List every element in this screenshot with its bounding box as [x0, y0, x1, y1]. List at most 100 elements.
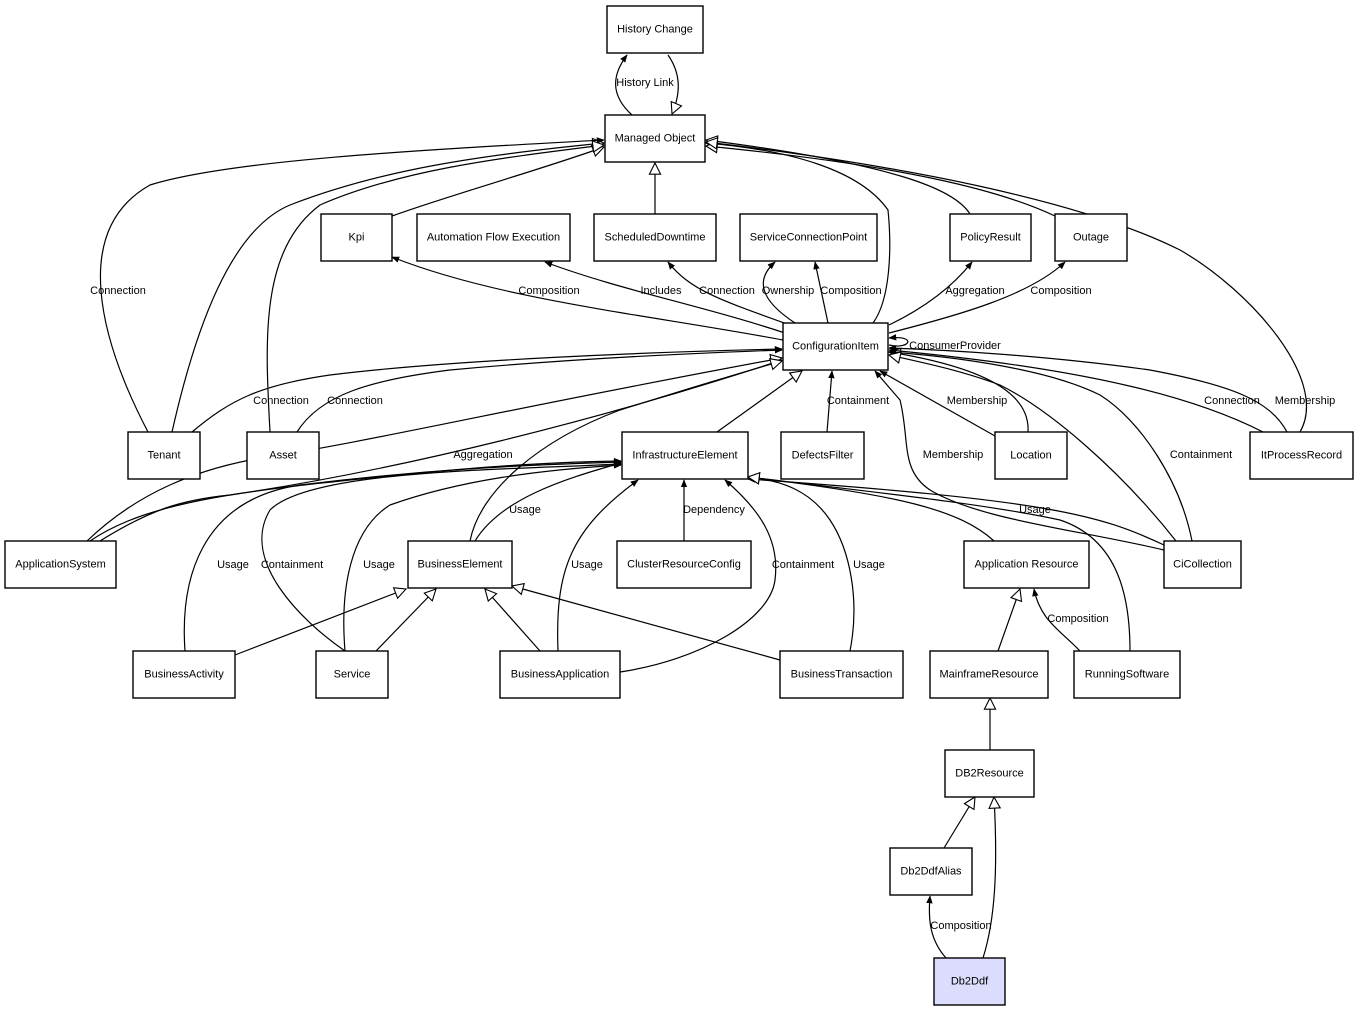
node-box[interactable] — [407, 540, 513, 589]
node-box[interactable] — [315, 650, 389, 699]
node-box[interactable] — [616, 540, 752, 589]
node-box[interactable] — [949, 213, 1032, 262]
node-box[interactable] — [1249, 431, 1354, 480]
edge-label: Usage — [1019, 504, 1051, 516]
edge-mainframe-resource-to-application-resource — [997, 589, 1020, 652]
edge-label: Connection — [1204, 395, 1260, 407]
association-edge — [343, 462, 622, 652]
association-edge — [615, 54, 633, 116]
edge-configuration-item-to-kpi — [391, 256, 784, 341]
node-managed-object[interactable]: Managed Object — [604, 114, 706, 163]
node-label: Automation Flow Execution — [427, 232, 560, 244]
node-box[interactable] — [593, 213, 717, 262]
node-application-system[interactable]: ApplicationSystem — [4, 540, 117, 589]
node-service-connection-point[interactable]: ServiceConnectionPoint — [739, 213, 878, 262]
node-mainframe-resource[interactable]: MainframeResource — [929, 650, 1049, 699]
node-box[interactable] — [621, 431, 749, 480]
association-edge — [1032, 588, 1081, 652]
node-automation-flow-execution[interactable]: Automation Flow Execution — [416, 213, 571, 262]
association-edge — [667, 261, 791, 326]
edge-ci-collection-to-configuration-item — [888, 349, 1193, 542]
node-ci-collection[interactable]: CiCollection — [1163, 540, 1242, 589]
node-box[interactable] — [739, 213, 878, 262]
node-box[interactable] — [780, 431, 865, 480]
node-box[interactable] — [4, 540, 117, 589]
node-business-activity[interactable]: BusinessActivity — [132, 650, 236, 699]
node-box[interactable] — [933, 957, 1006, 1006]
node-box[interactable] — [246, 431, 320, 480]
edge-managed-object-to-history-change — [615, 54, 633, 116]
edge-label: Connection — [327, 395, 383, 407]
edge-label: Aggregation — [453, 449, 512, 461]
node-cluster-resource-config[interactable]: ClusterResourceConfig — [616, 540, 752, 589]
edge-label: Composition — [1047, 613, 1108, 625]
node-db2-resource[interactable]: DB2Resource — [944, 749, 1035, 798]
node-service[interactable]: Service — [315, 650, 389, 699]
node-db2-ddf[interactable]: Db2Ddf — [933, 957, 1006, 1006]
node-box[interactable] — [499, 650, 621, 699]
node-business-application[interactable]: BusinessApplication — [499, 650, 621, 699]
node-box[interactable] — [1163, 540, 1242, 589]
node-location[interactable]: Location — [994, 431, 1068, 480]
association-edge — [888, 261, 1066, 334]
node-label: DB2Resource — [955, 768, 1023, 780]
node-policy-result[interactable]: PolicyResult — [949, 213, 1032, 262]
node-tenant[interactable]: Tenant — [127, 431, 201, 480]
inheritance-edge — [234, 589, 406, 656]
node-label: ApplicationSystem — [15, 559, 106, 571]
association-edge — [544, 261, 786, 334]
inheritance-edge — [716, 371, 802, 433]
node-outage[interactable]: Outage — [1054, 213, 1128, 262]
node-db2-ddf-alias[interactable]: Db2DdfAlias — [889, 847, 973, 896]
node-business-element[interactable]: BusinessElement — [407, 540, 513, 589]
node-box[interactable] — [604, 114, 706, 163]
edge-configuration-item-to-outage — [888, 261, 1066, 334]
node-label: Db2DdfAlias — [900, 866, 962, 878]
node-box[interactable] — [782, 322, 889, 371]
edge-tenant-to-managed-object — [99, 137, 605, 433]
node-it-process-record[interactable]: ItProcessRecord — [1249, 431, 1354, 480]
inheritance-edge — [375, 589, 436, 652]
edge-business-activity-to-business-element — [234, 589, 406, 656]
node-asset[interactable]: Asset — [246, 431, 320, 480]
edge-configuration-item-to-managed-object — [706, 143, 891, 324]
node-configuration-item[interactable]: ConfigurationItem — [782, 322, 889, 371]
node-business-transaction[interactable]: BusinessTransaction — [779, 650, 904, 699]
edge-asset-to-managed-object — [266, 145, 604, 433]
node-box[interactable] — [127, 431, 201, 480]
node-box[interactable] — [963, 540, 1090, 589]
node-box[interactable] — [606, 5, 704, 54]
node-label: PolicyResult — [960, 232, 1021, 244]
edge-label: Composition — [518, 285, 579, 297]
inheritance-edge — [266, 145, 604, 433]
node-scheduled-downtime[interactable]: ScheduledDowntime — [593, 213, 717, 262]
node-label: ClusterResourceConfig — [627, 559, 741, 571]
node-box[interactable] — [1054, 213, 1128, 262]
node-box[interactable] — [889, 847, 973, 896]
node-box[interactable] — [994, 431, 1068, 480]
node-running-software[interactable]: RunningSoftware — [1073, 650, 1181, 699]
edge-business-application-to-business-element — [485, 589, 541, 652]
node-defects-filter[interactable]: DefectsFilter — [780, 431, 865, 480]
node-box[interactable] — [320, 213, 393, 262]
edge-label: Usage — [853, 559, 885, 571]
node-infrastructure-element[interactable]: InfrastructureElement — [621, 431, 749, 480]
edge-business-application-to-infrastructure-element — [557, 479, 639, 652]
node-box[interactable] — [416, 213, 571, 262]
node-application-resource[interactable]: Application Resource — [963, 540, 1090, 589]
node-box[interactable] — [944, 749, 1035, 798]
inheritance-edge — [706, 146, 1056, 217]
edge-defects-filter-to-configuration-item — [826, 370, 835, 433]
node-label: InfrastructureElement — [632, 450, 737, 462]
node-box[interactable] — [1073, 650, 1181, 699]
edge-label: Composition — [930, 920, 991, 932]
node-history-change[interactable]: History Change — [606, 5, 704, 54]
node-box[interactable] — [132, 650, 236, 699]
inheritance-edge — [706, 143, 891, 324]
node-label: Kpi — [349, 232, 365, 244]
node-box[interactable] — [779, 650, 904, 699]
node-label: DefectsFilter — [792, 450, 854, 462]
node-kpi[interactable]: Kpi — [320, 213, 393, 262]
edge-it-process-record-to-configuration-item — [888, 345, 1288, 433]
node-box[interactable] — [929, 650, 1049, 699]
